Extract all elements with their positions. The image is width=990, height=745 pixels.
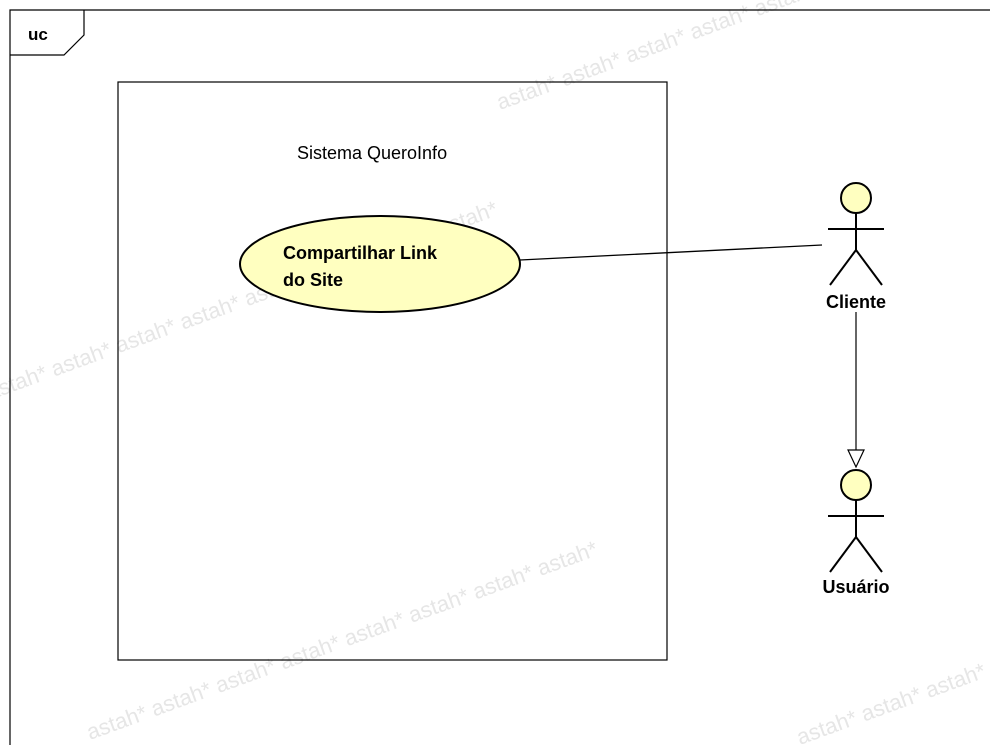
uc-frame-label: uc xyxy=(28,25,48,44)
uc-frame-border xyxy=(9,9,990,745)
system-boundary-box xyxy=(117,81,668,661)
actor-name-cliente: Cliente xyxy=(826,292,886,312)
watermark-text: astah* astah* astah* astah* astah* astah… xyxy=(493,0,990,115)
actor-figure-icon xyxy=(828,182,884,286)
use-case-label-line-2: do Site xyxy=(283,270,343,290)
actor-usuario[interactable]: Usuário xyxy=(822,469,890,597)
uc-frame-tab xyxy=(10,10,85,56)
actor-head xyxy=(840,469,872,501)
system-boundary-name: Sistema QueroInfo xyxy=(297,143,447,163)
use-case-compartilhar-link[interactable]: Compartilhar Link do Site xyxy=(239,215,521,313)
actor-cliente[interactable]: Cliente xyxy=(826,182,886,312)
actor-head xyxy=(840,182,872,214)
watermark-text: astah* astah* astah* astah* astah* astah… xyxy=(83,536,601,745)
system-boundary[interactable]: Sistema QueroInfo xyxy=(117,81,668,661)
watermark-text: astah* astah* astah* astah* astah* astah… xyxy=(793,541,990,745)
uc-frame: uc xyxy=(9,9,990,745)
actor-figure-icon xyxy=(828,469,884,573)
association-line[interactable] xyxy=(519,244,823,261)
generalization-arrow[interactable] xyxy=(847,312,865,469)
actor-name-usuario: Usuário xyxy=(822,577,889,597)
use-case-label-line-1: Compartilhar Link xyxy=(283,243,438,263)
use-case-ellipse xyxy=(239,215,521,313)
generalization-arrowhead xyxy=(847,449,865,469)
